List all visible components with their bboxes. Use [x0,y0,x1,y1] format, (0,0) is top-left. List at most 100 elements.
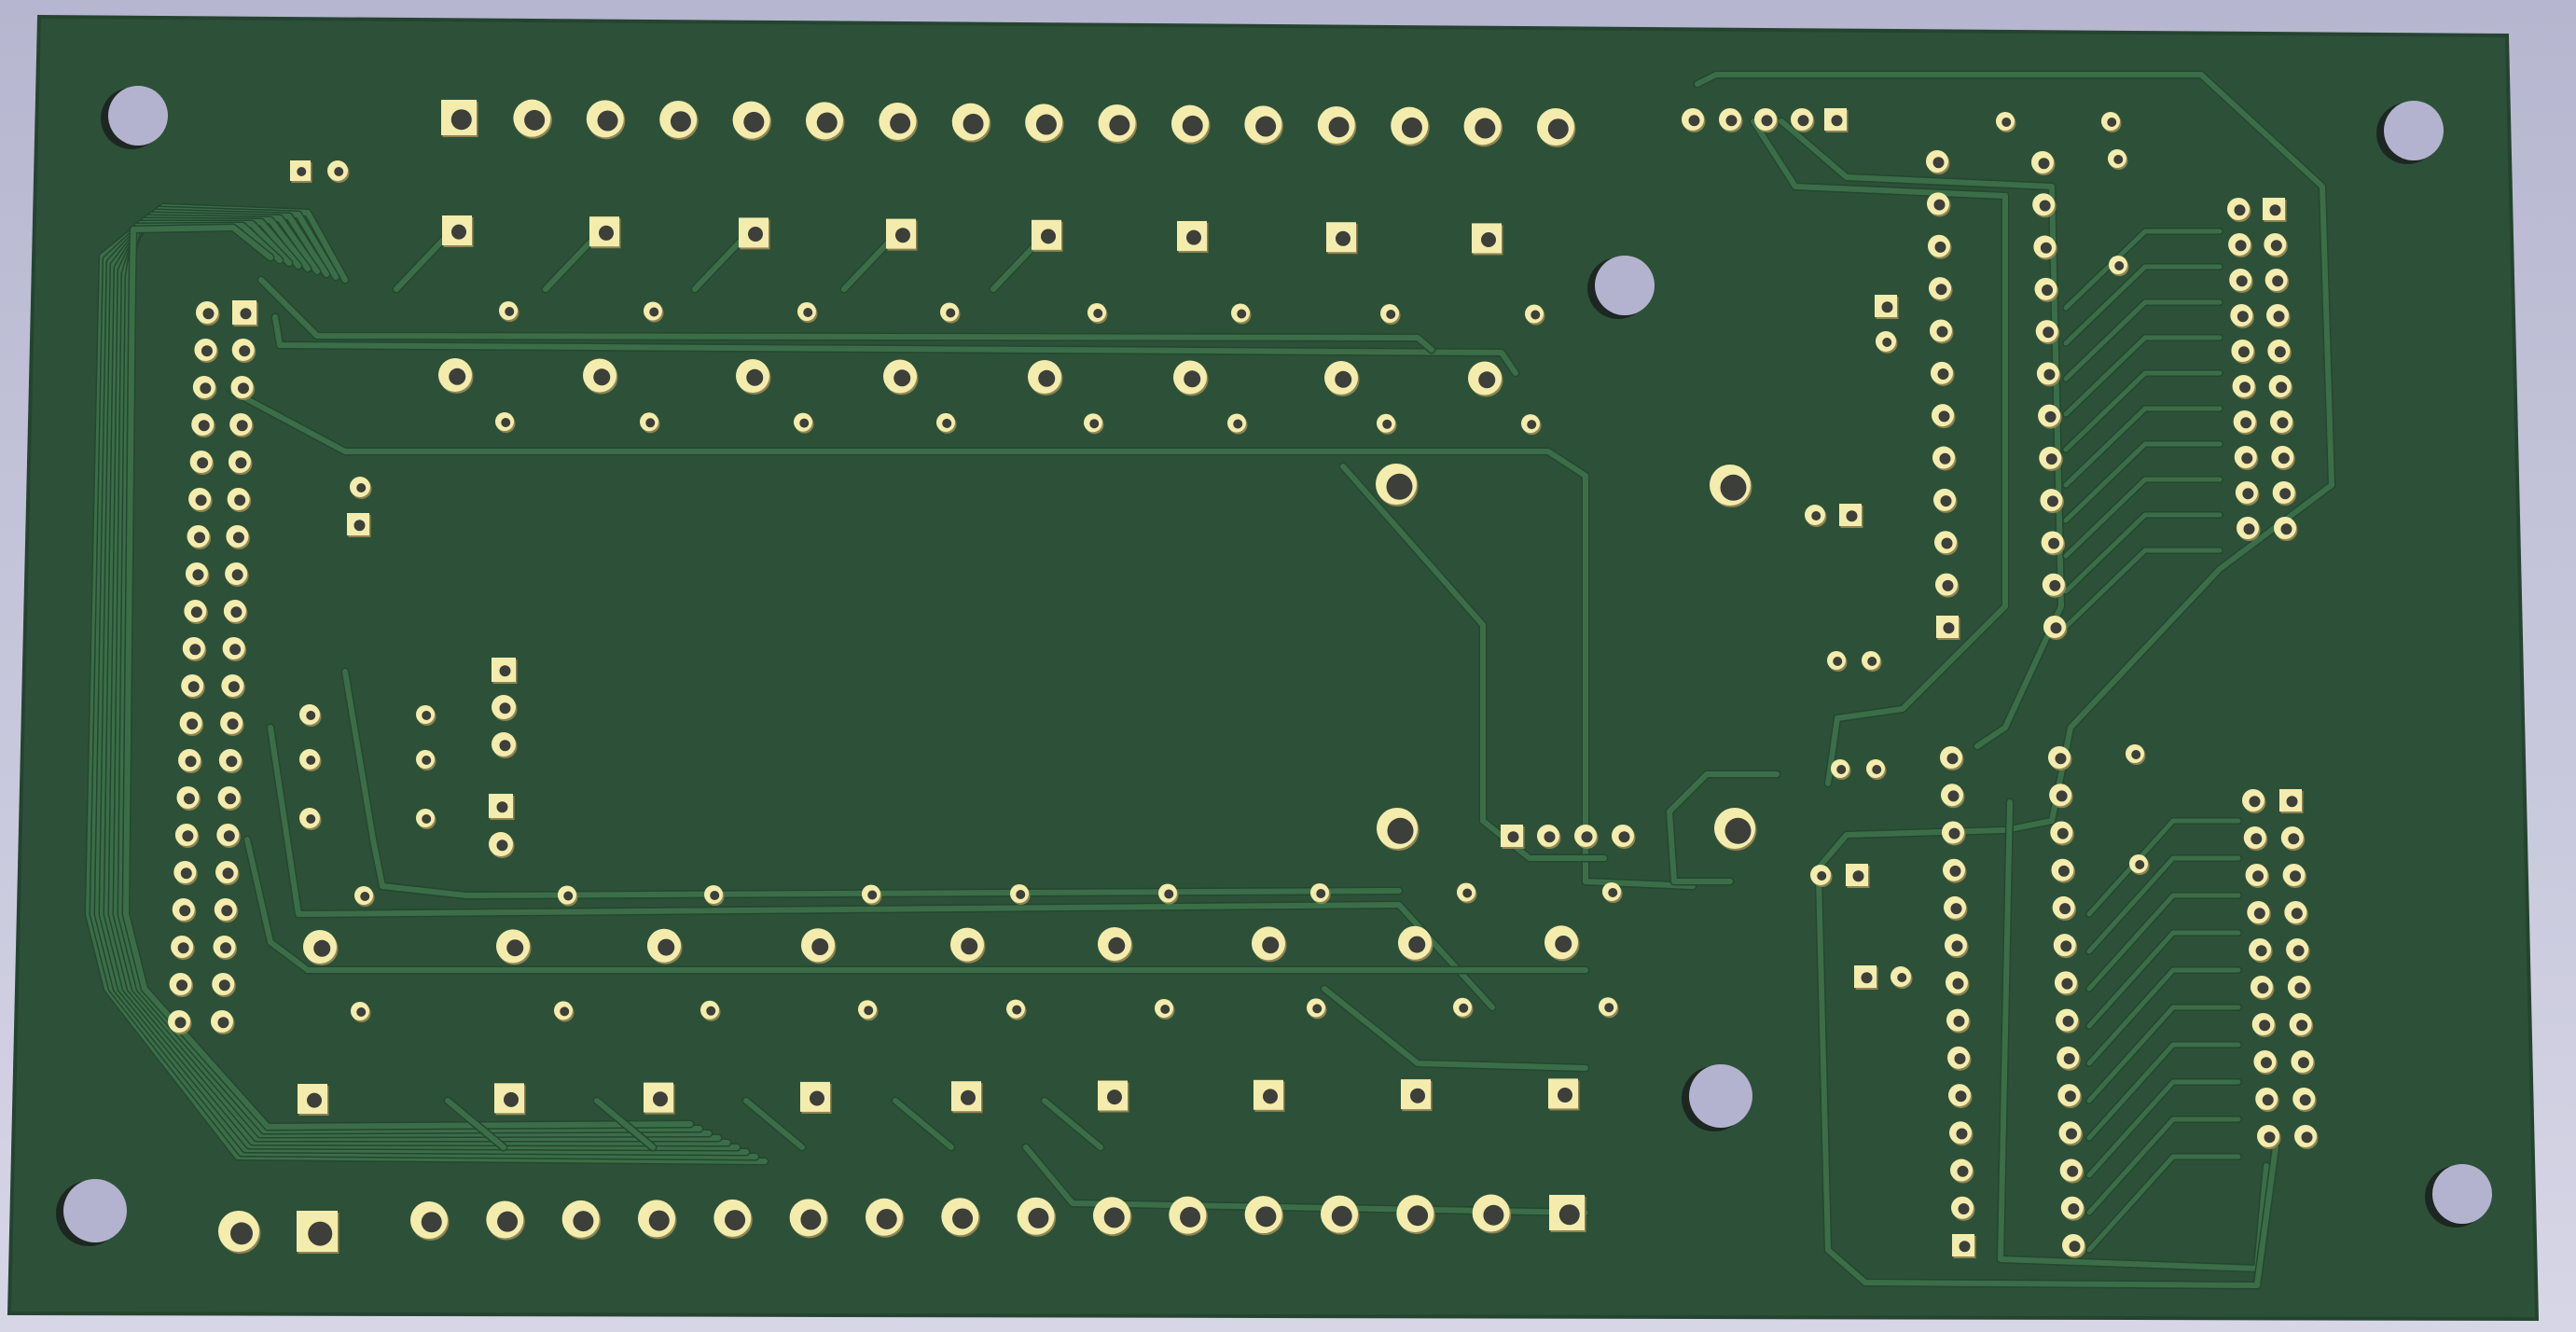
drill-hole [2249,796,2261,808]
mounting-hole [1689,1064,1752,1128]
copper-trace [1751,118,2008,786]
copper-trace [244,837,1588,973]
drill-hole [451,224,466,240]
drill-hole [2276,382,2288,394]
drill-hole [2274,346,2286,358]
drill-hole [174,1017,187,1029]
drill-hole [2272,275,2284,287]
drill-hole [1724,817,1752,844]
drill-hole [2237,311,2249,323]
drill-hole [180,867,192,880]
drill-hole [1462,888,1473,898]
drill-hole [811,938,829,955]
drill-hole [1331,1205,1352,1227]
copper-trace [2086,818,2241,917]
copper-trace [692,232,749,292]
drill-hole [1935,284,1947,296]
copper-trace [2086,855,2241,954]
drill-hole [1012,1005,1022,1015]
copper-trace [2086,930,2241,1029]
drill-hole [496,801,508,813]
drill-hole [1608,888,1618,897]
drill-hole [799,418,810,428]
drill-hole [1328,117,1350,138]
drill-hole [189,644,201,656]
drill-hole [236,420,248,432]
drill-hole [2043,326,2055,339]
drill-hole [2257,982,2269,994]
mounting-hole [2384,101,2444,160]
drill-hole [560,1006,570,1017]
drill-hole [307,1092,322,1108]
drill-hole [422,814,432,824]
drill-hole [1938,410,1950,423]
drill-hole [2294,982,2306,994]
drill-hole [334,167,344,176]
drill-hole [202,308,215,320]
drill-hole [1478,371,1496,389]
drill-hole [201,345,213,357]
drill-hole [1846,510,1858,522]
drill-hole [1336,230,1350,246]
drill-hole [194,532,206,544]
drill-hole [725,1210,746,1231]
drill-hole [2236,275,2248,287]
drill-hole [2259,1020,2271,1032]
drill-hole [1940,495,1952,507]
drill-hole [1949,865,1961,877]
drill-hole [1951,940,1963,952]
drill-hole [1852,870,1864,882]
drill-hole [225,793,237,805]
drill-hole [1544,831,1556,843]
drill-hole [306,756,316,765]
copper-trace [2063,229,2223,311]
drill-hole [2107,118,2117,127]
copper-trace [268,725,1495,1010]
drill-hole [1953,1015,1965,1027]
drill-hole [1233,419,1243,429]
drill-hole [2059,903,2071,915]
drill-hole [356,1007,367,1017]
drill-hole [2038,158,2050,170]
drill-hole [1811,511,1821,520]
copper-trace [2063,548,2223,630]
drill-hole [1160,1005,1170,1014]
drill-hole [2296,1020,2308,1032]
drill-hole [1558,1088,1572,1103]
drill-hole [177,942,189,954]
drill-hole [573,1211,594,1232]
copper-trace [2063,477,2223,559]
drill-hole [195,494,207,506]
drill-hole [2050,622,2062,634]
drill-hole [2239,382,2251,394]
drill-hole [232,532,244,544]
drill-hole [2040,242,2052,254]
drill-hole [1016,890,1026,899]
drill-hole [1035,114,1057,135]
drill-hole [240,308,252,320]
copper-trace [1042,1098,1103,1150]
drill-hole [1948,827,1960,839]
drill-hole [1688,115,1700,127]
drill-hole [239,345,251,357]
drill-hole [597,110,618,132]
copper-trace [1816,874,2278,1288]
drill-hole [1936,326,1948,338]
copper-trace [1322,986,1588,1071]
copper-trace [394,232,450,292]
drill-hole [2063,1053,2075,1065]
drill-hole [1108,937,1126,954]
drill-hole [1555,936,1572,952]
drill-hole [1262,937,1280,954]
copper-trace [2086,1117,2241,1215]
copper-trace [2063,370,2223,452]
drill-hole [2301,1131,2313,1144]
drill-hole [952,1208,974,1229]
drill-hole [2131,750,2141,759]
copper-trace [2086,1042,2241,1141]
drill-hole [450,109,472,131]
drill-hole [297,167,307,176]
drill-hole [185,756,197,768]
drill-hole [422,756,432,765]
copper-trace [2063,406,2223,488]
